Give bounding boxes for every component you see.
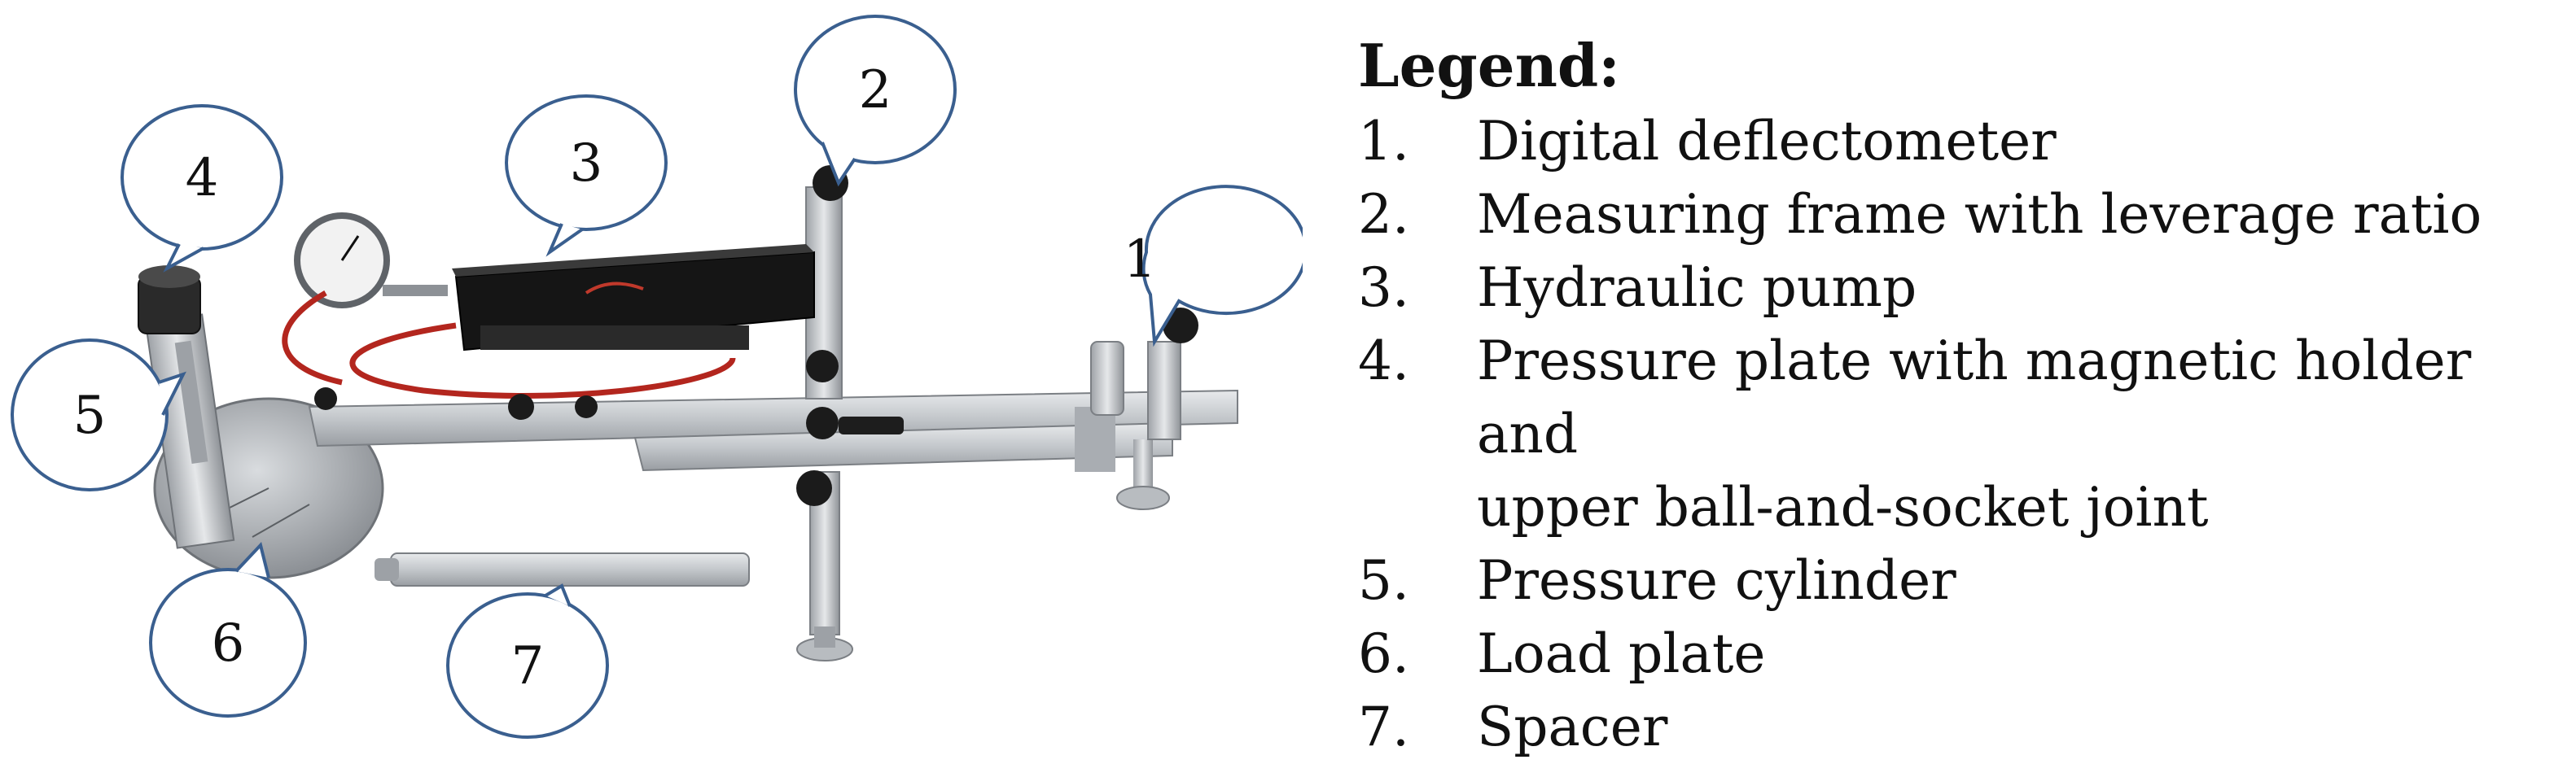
callout-2: 2 — [794, 15, 957, 187]
legend-item-text: Pressure cylinder — [1477, 548, 1956, 612]
spacer — [375, 552, 750, 587]
legend-item-text: upper ball-and-socket joint — [1477, 475, 2209, 539]
measuring-beam — [308, 389, 1238, 472]
callout-1: 1 — [1124, 185, 1303, 347]
digital-deflectometer — [1090, 341, 1181, 440]
legend-item-text: Load plate — [1477, 622, 1766, 685]
legend-item-number — [1358, 471, 1477, 544]
legend-item-text: Pressure plate with magnetic holder and — [1477, 329, 2472, 465]
legend-title: Legend: — [1358, 31, 1620, 100]
right-foot — [1116, 439, 1170, 510]
legend-item: 5. Pressure cylinder — [1358, 544, 2571, 618]
callout-7: 7 — [446, 583, 609, 739]
legend-item-number: 5. — [1358, 548, 1409, 612]
hydraulic-pump — [452, 244, 815, 351]
legend-item-text: Digital deflectometer — [1477, 109, 2057, 172]
pressure-gauge — [294, 212, 448, 308]
callout-4: 4 — [120, 104, 283, 273]
legend-item-number: 1. — [1358, 109, 1409, 172]
legend-item: upper ball-and-socket joint — [1358, 471, 2571, 544]
legend-item: 3. Hydraulic pump — [1358, 251, 2571, 325]
callout-7-label: 7 — [511, 636, 545, 696]
legend-item: 7. Spacer — [1358, 691, 2571, 764]
legend-item-text: Measuring frame with leverage ratio — [1477, 182, 2482, 246]
callout-2-label: 2 — [859, 60, 892, 120]
callout-4-label: 4 — [186, 148, 219, 208]
hydraulic-hose — [349, 322, 736, 399]
legend-item-text: Hydraulic pump — [1477, 255, 1917, 319]
callout-5: 5 — [11, 338, 186, 491]
callout-5-label: 5 — [73, 386, 107, 446]
legend-item: 2. Measuring frame with leverage ratio — [1358, 178, 2571, 251]
legend-item-number: 7. — [1358, 695, 1409, 758]
pressure-plate-holder — [138, 265, 201, 334]
callout-3-label: 3 — [570, 133, 603, 194]
legend-item-text: Spacer — [1477, 695, 1668, 758]
callout-6-label: 6 — [212, 613, 245, 674]
apparatus-figure: 1 2 3 4 5 6 7 — [11, 15, 1303, 739]
legend-item-number: 4. — [1358, 329, 1409, 392]
legend-item: 1. Digital deflectometer — [1358, 105, 2571, 178]
legend-item-number: 2. — [1358, 182, 1409, 246]
legend-item-number: 6. — [1358, 622, 1409, 685]
callout-1-label: 1 — [1124, 229, 1157, 290]
legend-item: 4. Pressure plate with magnetic holder a… — [1358, 325, 2571, 471]
legend-item-number: 3. — [1358, 255, 1409, 319]
callout-3: 3 — [505, 94, 668, 257]
legend: Legend: 1. Digital deflectometer 2. Meas… — [1358, 31, 2571, 764]
callout-6: 6 — [149, 541, 307, 718]
legend-item: 6. Load plate — [1358, 618, 2571, 691]
